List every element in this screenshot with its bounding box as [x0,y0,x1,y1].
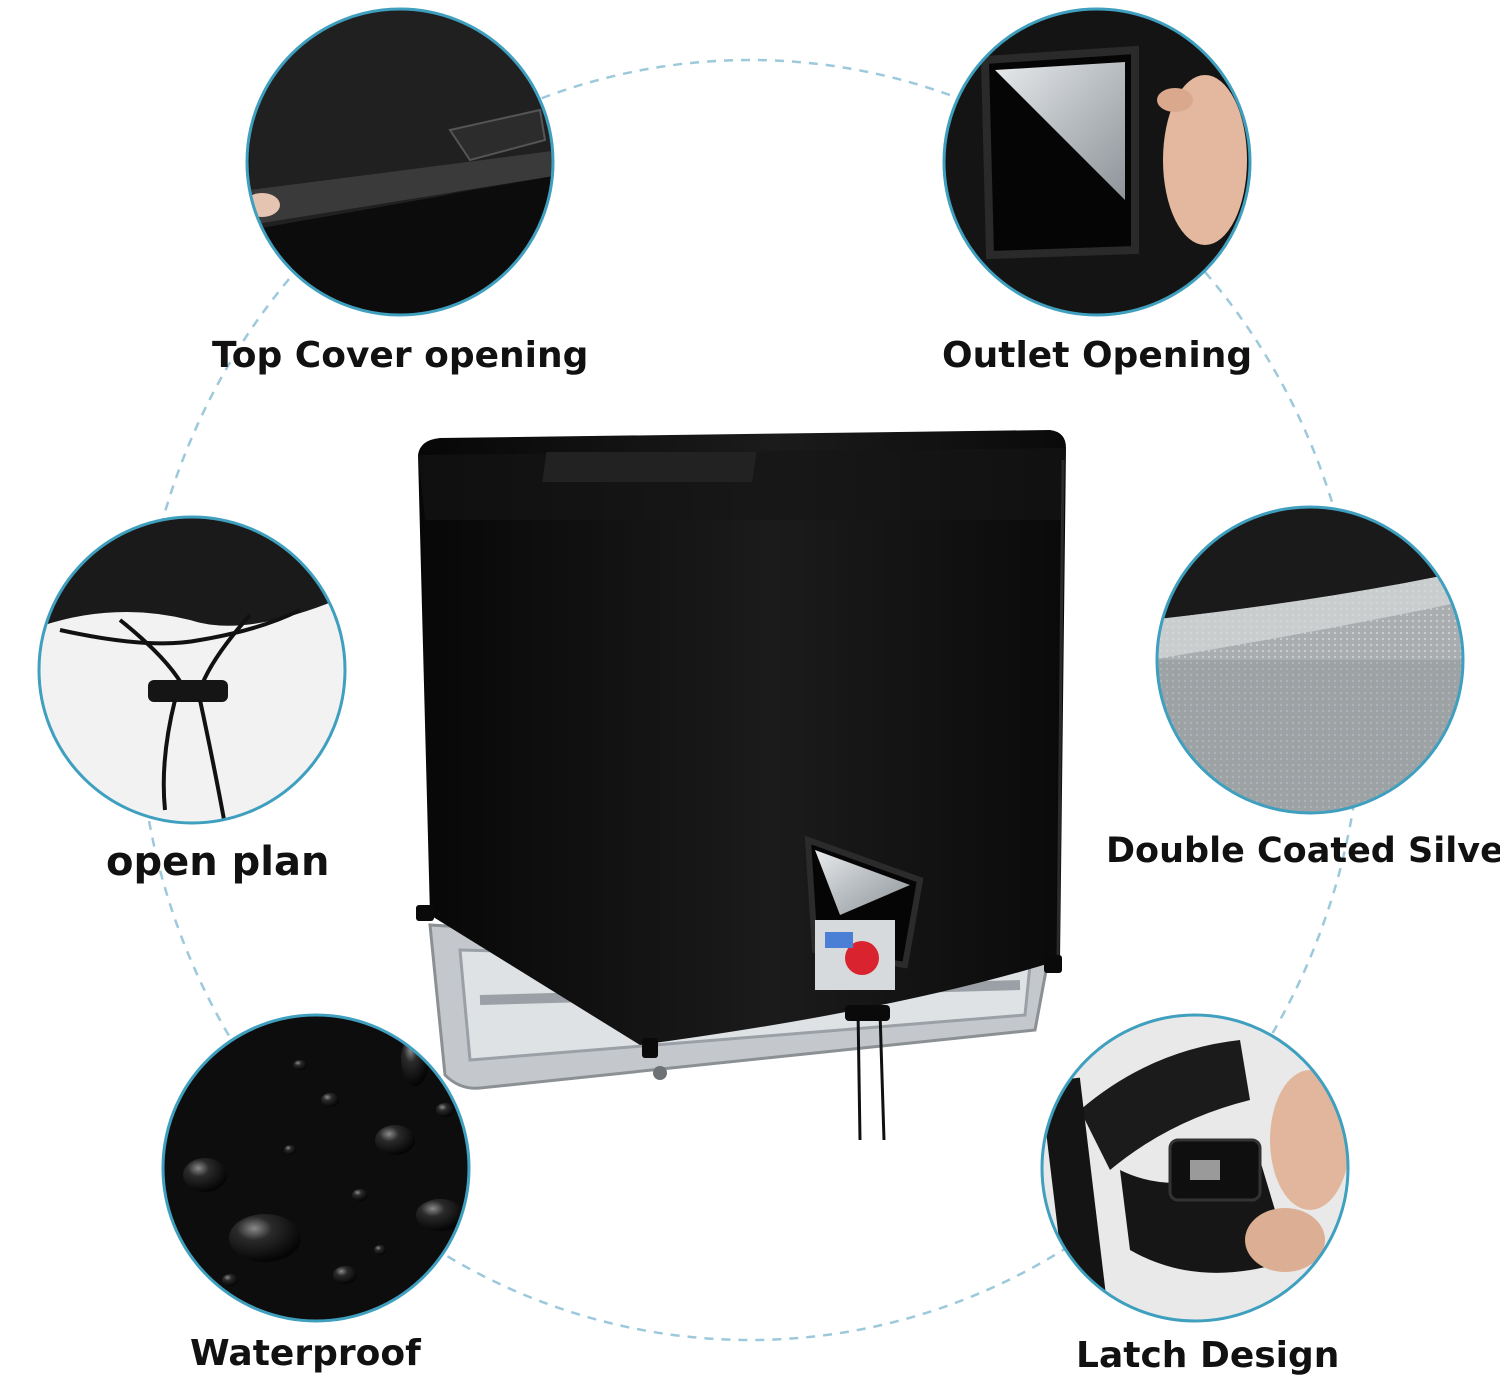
product-ibc-cover [416,430,1066,1141]
label-outlet-opening: Outlet Opening [942,335,1253,376]
detail-circle-open-plan [37,515,347,825]
detail-circle-latch [1040,1013,1350,1323]
label-top-cover-opening: Top Cover opening [212,335,589,376]
label-latch-design: Latch Design [1076,1335,1340,1376]
label-double-coated-silver: Double Coated Silver [1106,831,1500,871]
label-open-plan: open plan [106,839,330,885]
detail-circle-waterproof [161,1013,471,1323]
label-waterproof: Waterproof [190,1333,421,1374]
detail-circle-double-coated-silver [1155,505,1465,815]
detail-circle-top-cover [245,7,555,317]
detail-circle-outlet [942,7,1252,317]
